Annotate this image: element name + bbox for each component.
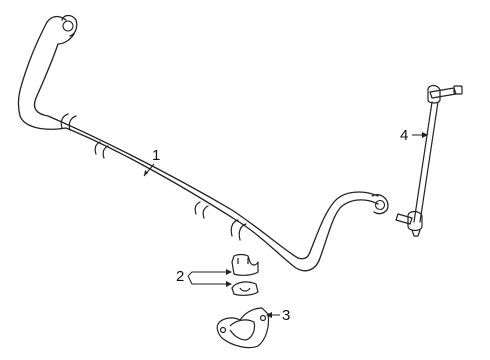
callout-3-number: 3 <box>282 307 290 324</box>
callout-4-number: 4 <box>400 127 408 144</box>
callout-2: 2 <box>176 268 232 287</box>
callout-3-arrowhead <box>266 312 272 318</box>
callout-3: 3 <box>266 307 290 324</box>
callout-1-arrowhead <box>144 170 148 176</box>
callout-2-leader <box>187 271 228 285</box>
callout-2-arrowhead-bottom <box>226 281 232 287</box>
bushing <box>231 253 259 296</box>
callout-2-arrowhead-top <box>226 269 232 275</box>
stabilizer-bar <box>17 14 389 272</box>
callout-4-arrowhead <box>422 132 428 138</box>
bushing-bracket <box>216 307 270 349</box>
stabilizer-link <box>395 84 463 237</box>
callout-2-number: 2 <box>176 268 184 285</box>
callout-1-number: 1 <box>152 147 160 164</box>
callout-1: 1 <box>143 147 160 177</box>
callout-4: 4 <box>400 127 428 144</box>
